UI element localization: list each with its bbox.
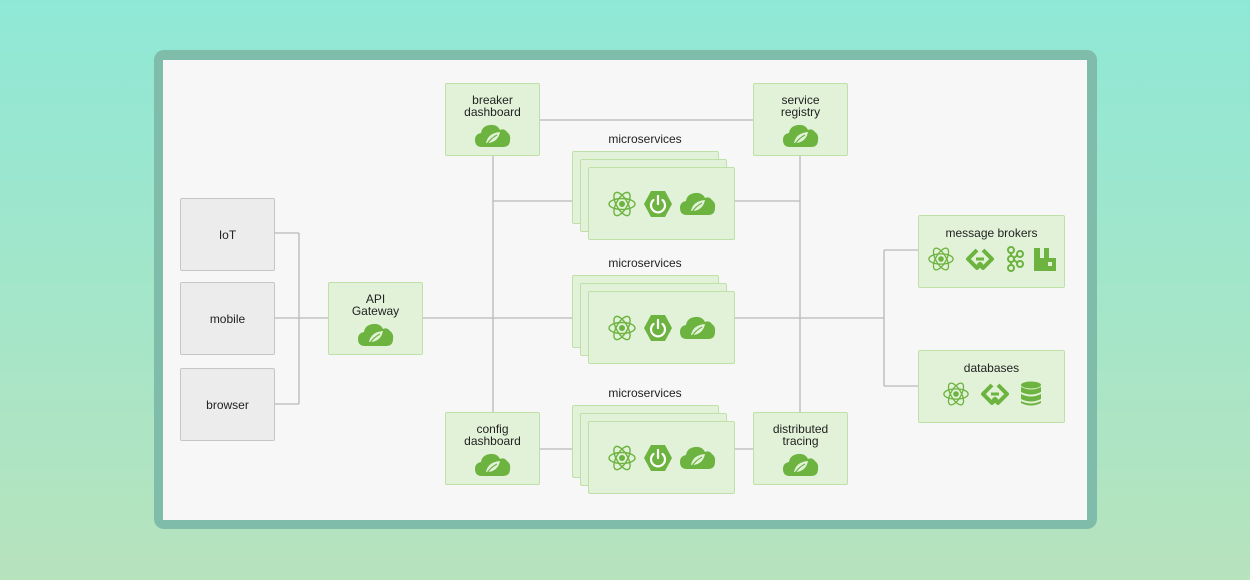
microservices-label: microservices: [608, 256, 682, 270]
spring-cloud-leaf-icon: [679, 192, 715, 215]
microservices-label: microservices: [608, 386, 682, 400]
message-brokers-box: message brokers: [918, 215, 1065, 288]
client-iot: IoT: [180, 198, 275, 271]
microservice-icon-row: [588, 167, 735, 240]
spring-cloud-leaf-icon: [782, 453, 818, 476]
api-gateway-box: API Gateway: [328, 282, 423, 355]
databases-icon-row: [942, 380, 1042, 408]
microservice-icon-row: [588, 291, 735, 364]
api-gateway-label: API Gateway: [351, 292, 400, 318]
message-brokers-label: message brokers: [945, 226, 1038, 240]
microservice-icon-row: [588, 421, 735, 494]
atom-icon: [942, 382, 969, 406]
atom-icon: [927, 247, 954, 271]
client-label: IoT: [218, 227, 237, 242]
client-mobile: mobile: [180, 282, 275, 355]
client-label: mobile: [209, 311, 246, 326]
atom-icon: [607, 315, 636, 340]
spring-cloud-leaf-icon: [357, 323, 393, 346]
service-registry-box: service registry: [753, 83, 848, 156]
spring-cloud-leaf-icon: [679, 316, 715, 339]
service-registry-label: service registry: [780, 93, 821, 119]
power-hexagon-icon: [643, 190, 672, 217]
spring-cloud-leaf-icon: [782, 124, 818, 147]
spring-cloud-leaf-icon: [474, 453, 510, 476]
rabbitmq-icon: [1033, 248, 1056, 271]
chain-link-icon: [965, 248, 994, 270]
databases-box: databases: [918, 350, 1065, 423]
spring-cloud-leaf-icon: [679, 446, 715, 469]
spring-cloud-leaf-icon: [474, 124, 510, 147]
atom-icon: [607, 445, 636, 470]
kafka-icon: [1006, 246, 1024, 272]
config-dashboard-box: config dashboard: [445, 412, 540, 485]
power-hexagon-icon: [643, 314, 672, 341]
microservices-label: microservices: [608, 132, 682, 146]
brokers-icon-row: [927, 245, 1057, 273]
breaker-dashboard-label: breaker dashboard: [464, 93, 521, 119]
chain-link-icon: [980, 383, 1009, 405]
distributed-tracing-label: distributed tracing: [772, 422, 829, 448]
database-icon: [1020, 381, 1041, 406]
power-hexagon-icon: [643, 444, 672, 471]
breaker-dashboard-box: breaker dashboard: [445, 83, 540, 156]
config-dashboard-label: config dashboard: [464, 422, 521, 448]
client-browser: browser: [180, 368, 275, 441]
client-label: browser: [206, 397, 249, 412]
databases-label: databases: [963, 361, 1020, 375]
distributed-tracing-box: distributed tracing: [753, 412, 848, 485]
atom-icon: [607, 191, 636, 216]
